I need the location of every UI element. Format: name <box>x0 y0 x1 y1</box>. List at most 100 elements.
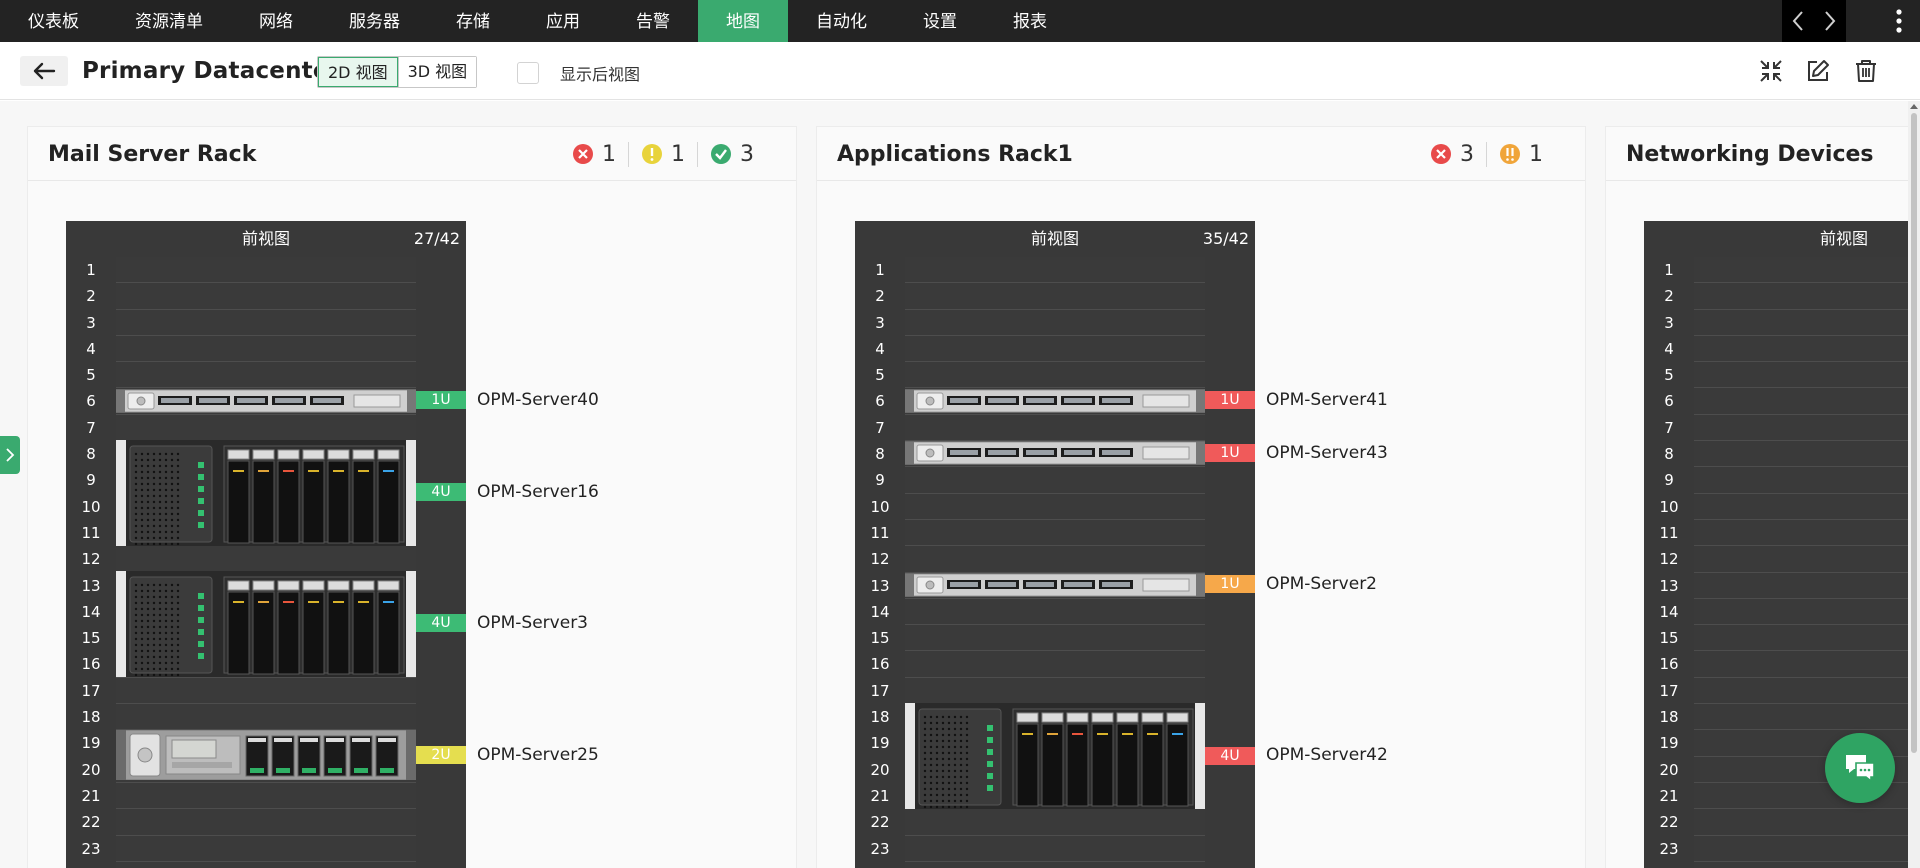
rack-unit-number: 19 <box>870 734 890 753</box>
status-critical[interactable]: 1 <box>560 142 628 167</box>
rack-unit-number: 10 <box>870 497 890 516</box>
nav-dashboard[interactable]: 仪表板 <box>28 12 79 32</box>
rack-header: Applications Rack1 3 1 <box>817 127 1585 181</box>
rack-unit-slot <box>905 467 1205 494</box>
server-device-opm-server42[interactable] <box>905 703 1205 813</box>
nav-reports[interactable]: 报表 <box>1013 12 1047 32</box>
u-size-badge: 4U <box>416 483 466 501</box>
more-vertical-icon[interactable] <box>1890 6 1908 36</box>
rack-unit-number: 5 <box>86 366 96 385</box>
scrollbar-thumb[interactable] <box>1911 113 1917 753</box>
server-device-opm-server40[interactable] <box>115 389 417 417</box>
server-device-opm-server25[interactable] <box>115 729 417 784</box>
rack-unit-number: 19 <box>81 734 101 753</box>
status-major[interactable]: 1 <box>1486 141 1555 167</box>
u-size-badge: 2U <box>416 746 466 764</box>
back-button[interactable] <box>20 56 68 86</box>
server-1u-graphic <box>115 389 417 412</box>
chevron-right-icon[interactable] <box>1823 10 1837 32</box>
u-size-badge: 4U <box>416 614 466 632</box>
server-label[interactable]: OPM-Server41 <box>1266 390 1388 410</box>
critical-count: 1 <box>602 141 616 167</box>
server-device-opm-server16[interactable] <box>116 440 416 550</box>
rack-unit-number: 1 <box>1664 261 1674 279</box>
server-label[interactable]: OPM-Server43 <box>1266 443 1388 463</box>
collapse-button[interactable] <box>1756 56 1786 86</box>
scroll-up-icon[interactable] <box>1910 103 1918 109</box>
server-label[interactable]: OPM-Server2 <box>1266 574 1377 594</box>
status-critical[interactable]: 3 <box>1418 142 1486 167</box>
vertical-scrollbar[interactable] <box>1908 101 1920 868</box>
rack-unit-slot <box>905 573 1205 599</box>
page-title: Primary Datacenter <box>82 58 341 84</box>
rack-unit-number: 4 <box>875 339 885 358</box>
rack-unit-number: 20 <box>870 760 890 779</box>
show-rear-checkbox[interactable] <box>517 62 539 84</box>
status-ok[interactable]: 3 <box>697 141 766 167</box>
nav-apps[interactable]: 应用 <box>546 12 580 32</box>
nav-settings[interactable]: 设置 <box>923 12 957 32</box>
nav-network[interactable]: 网络 <box>259 12 293 32</box>
delete-button[interactable] <box>1851 56 1881 86</box>
server-device-opm-server3[interactable] <box>116 571 416 681</box>
server-label[interactable]: OPM-Server25 <box>477 745 599 765</box>
expand-sidebar-tab[interactable] <box>0 436 20 474</box>
server-label[interactable]: OPM-Server3 <box>477 613 588 633</box>
rack-unit-number: 21 <box>870 786 890 805</box>
rack-unit-slot <box>1694 573 1920 599</box>
rack-unit-number: 12 <box>870 550 890 569</box>
server-device-opm-server43[interactable] <box>904 441 1206 469</box>
rack-unit-number: 4 <box>86 339 96 358</box>
show-rear-label: 显示后视图 <box>560 65 641 84</box>
rack-unit-number: 9 <box>875 471 885 490</box>
nav-storage[interactable]: 存储 <box>456 12 490 32</box>
rack-title[interactable]: Networking Devices <box>1626 142 1874 167</box>
rack-unit-slot <box>1694 310 1920 336</box>
view-3d-button[interactable]: 3D 视图 <box>397 57 477 87</box>
view-2d-button[interactable]: 2D 视图 <box>318 57 398 87</box>
server-device-opm-server41[interactable] <box>904 389 1206 417</box>
rack-unit-slot <box>905 862 1205 868</box>
rack-unit-number: 21 <box>81 786 101 805</box>
rack-unit-number: 5 <box>1664 366 1674 385</box>
rack-unit-number: 11 <box>1659 523 1679 542</box>
nav-alarms[interactable]: 告警 <box>636 12 670 32</box>
critical-count: 3 <box>1460 141 1474 167</box>
chevron-left-icon[interactable] <box>1791 10 1805 32</box>
rack-unit-slot <box>905 599 1205 626</box>
rack-unit-slot <box>1694 257 1920 284</box>
edit-button[interactable] <box>1803 56 1833 86</box>
server-device-opm-server2[interactable] <box>904 573 1206 601</box>
u-size-badge: 4U <box>1205 747 1255 765</box>
rack-title[interactable]: Applications Rack1 <box>837 142 1073 167</box>
major-count: 1 <box>1529 141 1543 167</box>
rack-unit-number: 19 <box>1659 734 1679 753</box>
rack-unit-number: 22 <box>81 813 101 832</box>
rack-unit-slot <box>905 546 1205 573</box>
rack-title[interactable]: Mail Server Rack <box>48 142 257 167</box>
rack-unit-number: 3 <box>875 313 885 332</box>
rack-unit-number: 24 <box>66 862 116 868</box>
server-label[interactable]: OPM-Server42 <box>1266 745 1388 765</box>
view-toggle: 2D 视图 3D 视图 <box>317 56 478 88</box>
rack-unit-number: 20 <box>1659 760 1679 779</box>
server-4u-graphic <box>116 571 416 677</box>
rack-unit-slot <box>116 388 416 415</box>
chat-icon <box>1846 755 1875 783</box>
nav-maps[interactable]: 地图 <box>698 0 788 42</box>
nav-inventory[interactable]: 资源清单 <box>135 12 203 32</box>
nav-scroll-arrows <box>1782 0 1846 42</box>
rack-unit-slot <box>1694 599 1920 626</box>
chat-button[interactable] <box>1825 733 1895 803</box>
server-1u-graphic <box>904 573 1206 597</box>
status-warning[interactable]: 1 <box>628 141 697 167</box>
rack-header: Networking Devices <box>1606 127 1920 181</box>
nav-servers[interactable]: 服务器 <box>349 12 400 32</box>
rack-unit-number: 21 <box>1659 786 1679 805</box>
server-label[interactable]: OPM-Server40 <box>477 390 599 410</box>
server-label[interactable]: OPM-Server16 <box>477 482 599 502</box>
rack-unit-slot <box>116 336 416 363</box>
nav-automation[interactable]: 自动化 <box>816 12 867 32</box>
